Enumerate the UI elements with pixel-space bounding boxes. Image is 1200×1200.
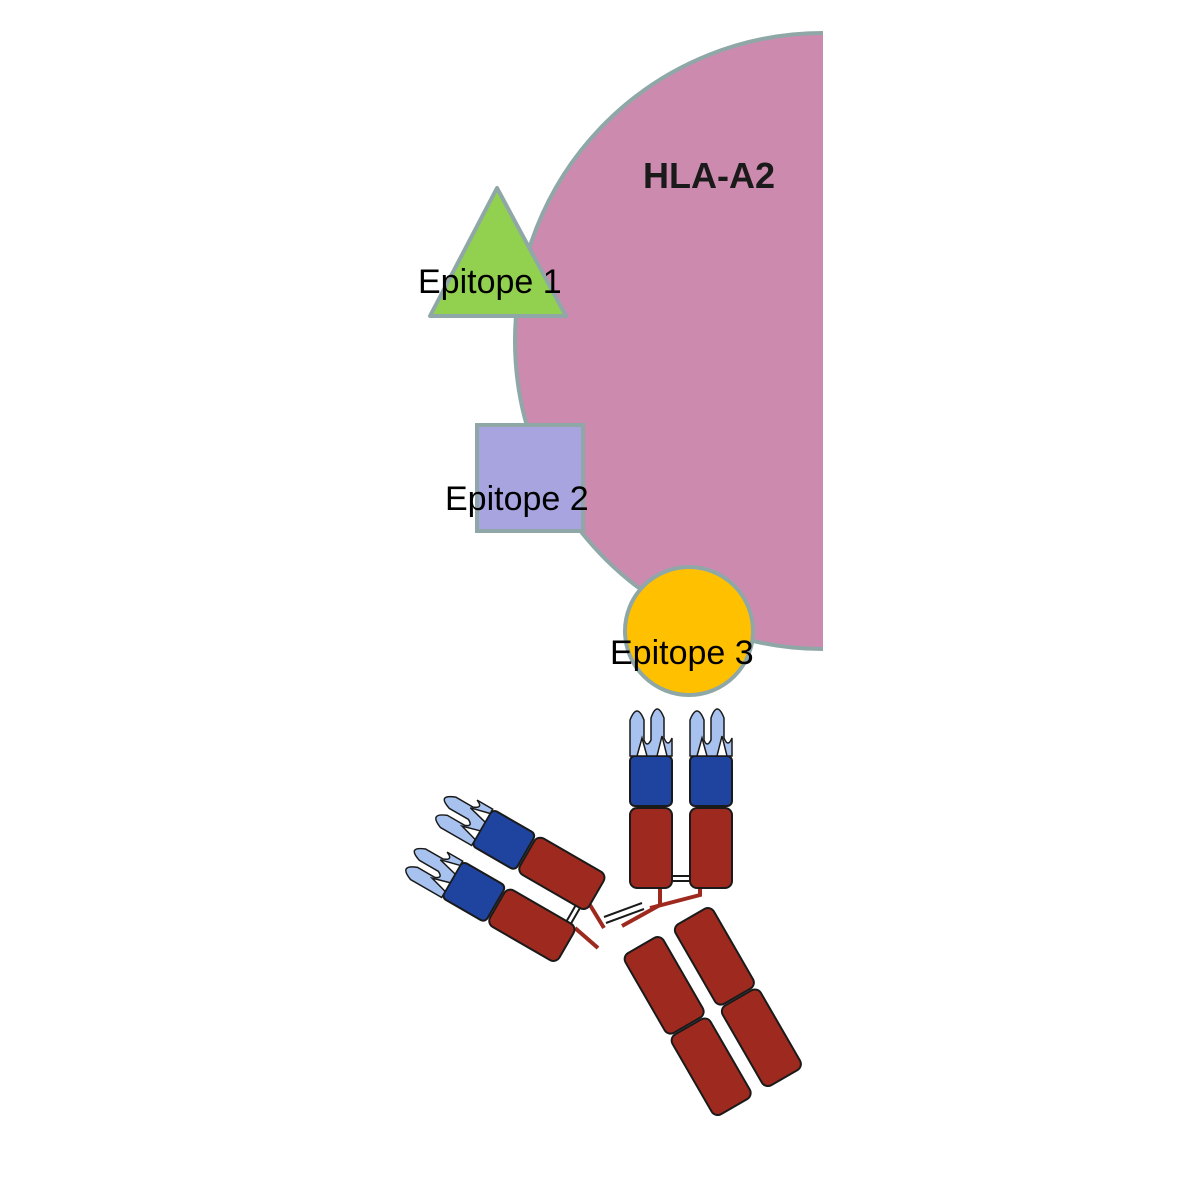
epitope-3-label: Epitope 3 — [610, 634, 754, 672]
epitope-1-triangle — [428, 186, 568, 318]
antibody-hinge — [573, 888, 702, 950]
epitope-3: Epitope 3 — [610, 565, 755, 697]
epitope-2: Epitope 2 — [445, 423, 589, 533]
epitope-1-label: Epitope 1 — [418, 263, 562, 301]
hla-a2-circle — [513, 31, 823, 651]
hla-a2-molecule — [513, 31, 823, 651]
epitope-2-label: Epitope 2 — [445, 480, 589, 518]
antibody-fc — [623, 907, 802, 1117]
antibody — [399, 708, 802, 1117]
antibody-arm-vertical — [629, 708, 733, 889]
epitope-1: Epitope 1 — [418, 186, 568, 318]
antibody-arm-tilted — [399, 784, 608, 965]
hla-a2-label: HLA-A2 — [643, 155, 775, 196]
epitope-3-circle — [623, 565, 755, 697]
epitope-2-square — [475, 423, 585, 533]
